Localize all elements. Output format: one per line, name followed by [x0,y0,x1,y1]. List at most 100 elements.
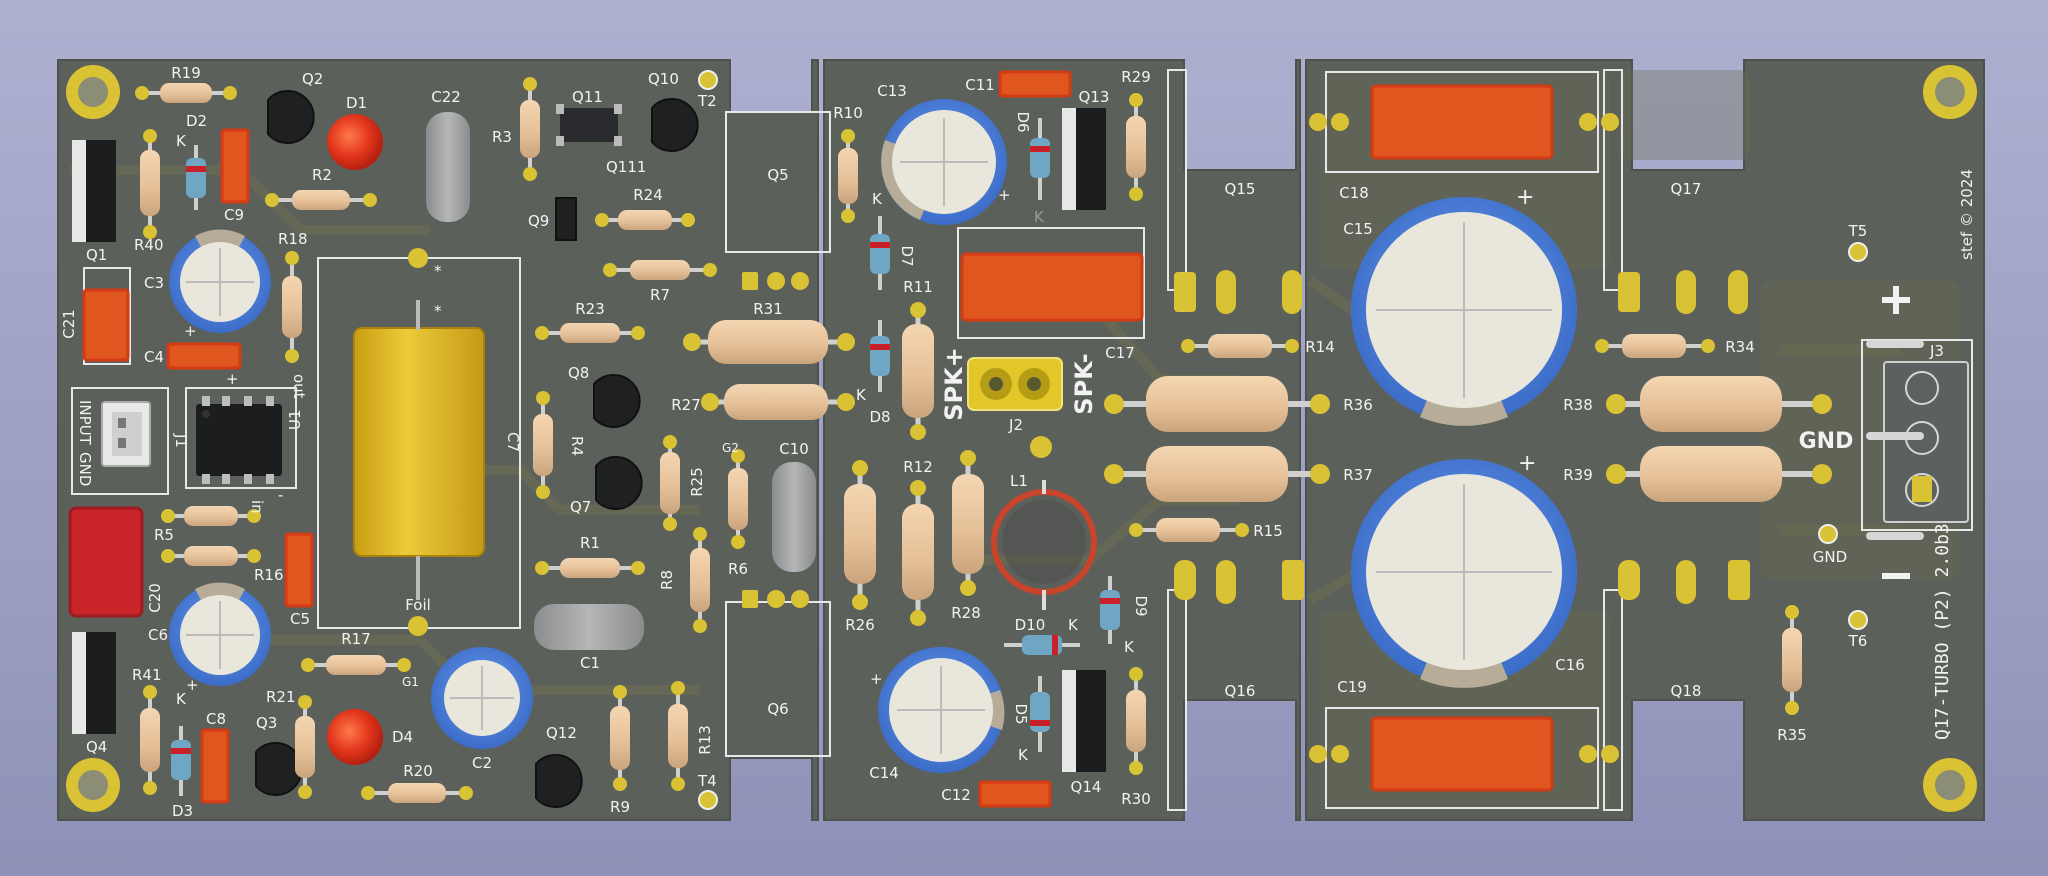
label-r35: R35 [1777,726,1807,744]
label-r3: R3 [492,128,512,146]
label-r20: R20 [403,762,433,780]
label-c6: C6 [148,626,168,644]
label-r19: R19 [171,64,201,82]
diode-d3 [171,726,191,796]
resistor-r24 [595,210,695,230]
label-r16: R16 [254,566,284,584]
diode-d7 [870,216,890,290]
label-c2: C2 [472,754,492,772]
diode-d2 [186,145,206,210]
resistor-r20 [361,783,473,803]
label-c19: C19 [1337,678,1367,696]
label-r10: R10 [833,104,863,122]
label-c14-plus: + [870,670,883,688]
resistor-r1 [535,558,645,578]
cap-c12 [978,780,1052,808]
resistor-r31 [683,320,855,364]
cap-c2 [431,647,533,749]
label-r17: R17 [341,630,371,648]
label-r25: R25 [688,467,706,497]
pads-q16 [1174,560,1304,604]
label-k-d3: K [176,690,187,708]
board-copyright: stef © 2024 [1958,169,1976,260]
label-d10: D10 [1015,616,1046,634]
to92-transistors [255,90,699,808]
via-l1 [1030,436,1052,458]
resistor-r21 [295,695,315,799]
label-c1: C1 [580,654,600,672]
label-d3: D3 [172,802,193,820]
label-q111: Q111 [606,158,646,176]
label-q15: Q15 [1225,180,1256,198]
resistor-r38 [1606,376,1832,432]
resistor-r12 [902,480,934,626]
via-c7-bottom [408,616,428,636]
test-point-t2 [698,70,718,90]
cap-c9 [220,128,250,204]
resistor-r18 [282,251,302,363]
label-r39: R39 [1563,466,1593,484]
cap-c11 [998,70,1072,98]
cap-c6 [169,582,271,686]
resistor-r30 [1126,667,1146,775]
label-q4: Q4 [86,738,107,756]
test-point-t4 [698,790,718,810]
cap-c14 [878,647,1005,773]
transistor-q2 [267,90,315,144]
label-c4: C4 [144,348,164,366]
pads-q6 [742,590,809,608]
mounting-hole-top-right [1923,65,1977,119]
label-input-gnd: GND [76,452,94,486]
label-gnd-testpoint: GND [1813,548,1847,566]
mounting-hole-top-left [66,65,120,119]
resistor-r23 [535,323,645,343]
label-c7-top-star: * [434,262,442,280]
leds [327,114,383,765]
label-q9: Q9 [528,212,549,230]
label-r13: R13 [696,725,714,755]
label-r37: R37 [1343,466,1373,484]
label-in: in [248,500,266,514]
label-r2: R2 [312,166,332,184]
cap-c22 [426,112,470,222]
resistor-r29 [1126,93,1146,201]
resistor-r16 [161,546,261,566]
resistor-r25 [660,435,680,531]
label-j1: J1 [172,433,190,448]
resistor-r10 [838,129,858,223]
resistor-r2 [265,190,377,210]
resistor-r3 [520,77,540,181]
label-d4: D4 [392,728,413,746]
transistor-q4 [72,632,116,734]
label-q5: Q5 [767,166,788,184]
label-t2: T2 [697,92,717,110]
label-l1: L1 [1010,472,1028,490]
transistor-q7 [595,456,643,510]
via-c7-top [408,248,428,268]
label-r15: R15 [1253,522,1283,540]
label-c3-plus: + [184,322,197,340]
transistor-q10 [651,98,699,152]
label-q11: Q11 [572,88,603,106]
label-c14: C14 [869,764,899,782]
pads-q18 [1618,560,1750,604]
label-r21: R21 [266,688,296,706]
label-c13-plus: + [998,186,1011,204]
label-q6: Q6 [767,700,788,718]
label-k-d7: K [872,190,883,208]
cap-c16 [1351,459,1577,688]
resistor-r41 [140,685,160,795]
resistor-r19 [135,83,237,103]
resistors [135,77,1832,803]
label-r12: R12 [903,458,933,476]
label-t4: T4 [697,772,717,790]
label-r5: R5 [154,526,174,544]
inductor-l1 [991,480,1097,610]
label-g1: G1 [402,675,419,689]
label-q18: Q18 [1671,682,1702,700]
polarity-symbols [1882,286,1910,579]
label-q16: Q16 [1225,682,1256,700]
resistor-r39 [1606,446,1832,502]
cap-c8 [200,728,230,804]
diode-d9 [1100,576,1120,644]
